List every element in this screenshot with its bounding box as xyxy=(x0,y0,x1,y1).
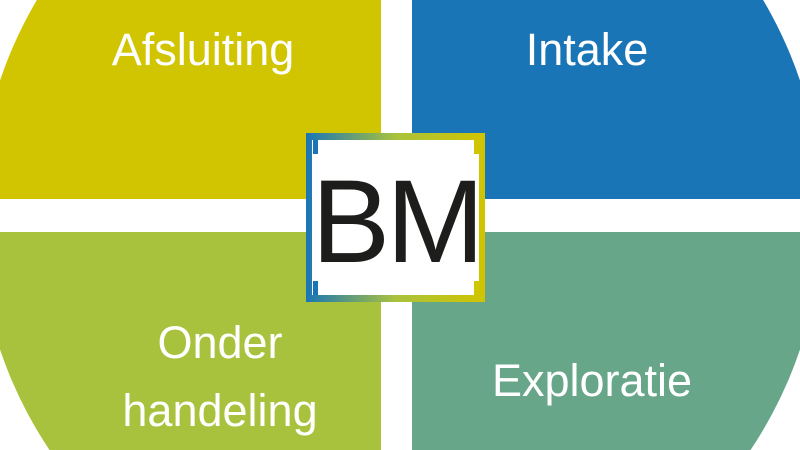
bm-logo: BM xyxy=(306,133,485,302)
logo-text: BM xyxy=(312,156,481,288)
label-onder: Onder xyxy=(157,317,282,368)
label-intake: Intake xyxy=(526,24,649,75)
label-afsluiting: Afsluiting xyxy=(112,24,295,75)
label-exploratie: Exploratie xyxy=(492,355,692,406)
label-handeling: handeling xyxy=(122,385,317,436)
